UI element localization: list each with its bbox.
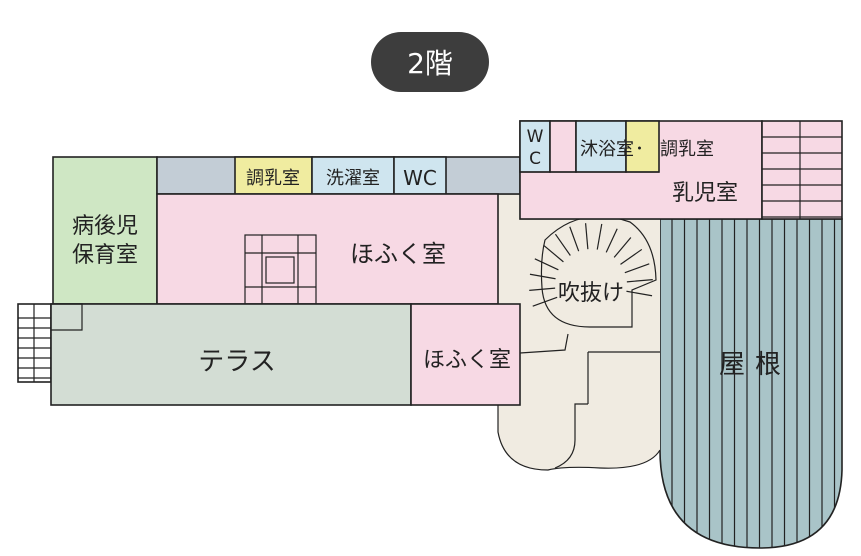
bath-room-label: 沐浴室 <box>580 139 634 160</box>
spiral-stair-tread <box>529 273 556 280</box>
spiral-stair-tread <box>620 248 643 265</box>
spiral-stair-tread <box>569 226 580 252</box>
spiral-stair-tread <box>543 244 564 263</box>
left-staircase <box>17 303 52 383</box>
spiral-stair-tread <box>626 290 653 297</box>
spiral-stair-tread <box>554 233 571 256</box>
roof-label-char2: 根 <box>755 350 791 380</box>
infant-wing: W C 沐浴室 ･ 調乳室 乳児室 <box>519 120 763 220</box>
wc-vertical-label-w: W <box>527 127 544 147</box>
roof-label-char1: 屋 <box>719 350 755 380</box>
spiral-stair-tread <box>605 228 618 253</box>
spiral-stair-tread <box>626 278 653 283</box>
wc-vertical-label-c: C <box>529 149 541 169</box>
right-staircase <box>761 120 843 220</box>
spiral-stair-tread <box>534 258 559 271</box>
sick-child-care-label-line1: 病後児 <box>72 214 138 239</box>
terrace-label: テラス <box>198 347 275 377</box>
laundry-label: 洗濯室 <box>326 168 380 189</box>
formula-room-right-label: 調乳室 <box>660 139 714 160</box>
spiral-stair-tread <box>596 223 603 250</box>
spiral-stair-tread <box>613 237 632 258</box>
floor-badge: 2階 <box>371 32 489 92</box>
spiral-stair-tread <box>584 223 589 250</box>
spiral-stair-tread <box>529 287 556 292</box>
formula-room-top-label: 調乳室 <box>246 168 300 189</box>
nursery-room-main: ほふく室 <box>156 193 499 305</box>
roof-label: 屋根 <box>719 350 791 380</box>
sick-child-care-label-line2: 保育室 <box>72 243 138 268</box>
atrium: 吹抜け <box>529 215 657 328</box>
corridor-area <box>497 193 661 471</box>
spiral-stair-tread <box>624 263 650 274</box>
nursery-room-small: ほふく室 <box>410 303 521 406</box>
wc-top-label: WC <box>403 166 437 190</box>
roof-area <box>659 218 843 549</box>
terrace: テラス <box>50 303 412 406</box>
nursery-room-small-label: ほふく室 <box>423 348 511 373</box>
infant-room-label: 乳児室 <box>672 181 738 206</box>
sick-child-care-room: 病後児 保育室 <box>52 156 158 305</box>
spiral-stair-tread <box>532 296 558 307</box>
nursery-room-main-label: ほふく室 <box>350 240 446 268</box>
floor-badge-label: 2階 <box>407 47 453 80</box>
bath-separator: ･ <box>635 139 644 160</box>
service-strip: 調乳室 洗濯室 WC <box>156 156 521 195</box>
atrium-label: 吹抜け <box>558 281 624 306</box>
